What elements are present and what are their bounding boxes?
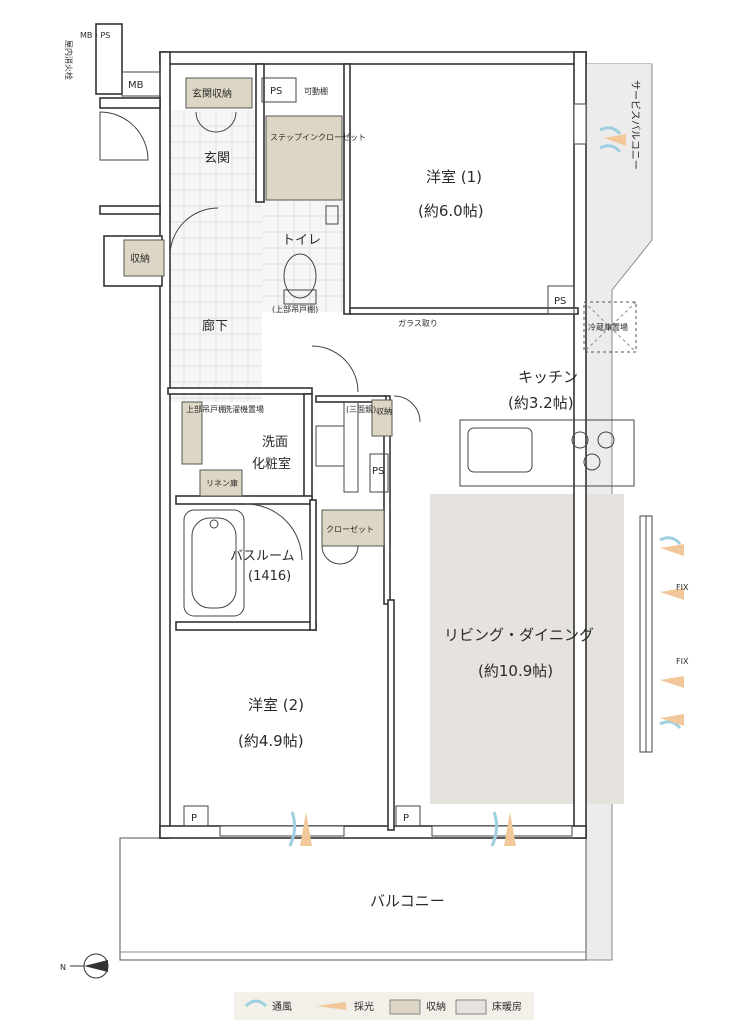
- kitchen-counter: [459, 419, 635, 487]
- kitchen-sink: [467, 427, 533, 473]
- north-label: N: [60, 963, 66, 972]
- legend-daylight: 採光: [354, 1000, 374, 1013]
- fix-label-1: FIX: [676, 583, 689, 592]
- storage-left: [123, 239, 165, 277]
- legend-heating-icon: [455, 999, 487, 1015]
- step-in-closet: [265, 115, 343, 201]
- compass: N: [60, 953, 109, 979]
- toilet-name: トイレ: [282, 233, 321, 248]
- entrance-storage-label: 玄関収納: [192, 87, 232, 100]
- western1-name: 洋室 (1): [426, 168, 482, 186]
- ldk-name: リビング・ダイニング: [444, 626, 594, 644]
- interior-walls: [167, 63, 579, 831]
- storage-wash-label: 収納: [376, 406, 392, 416]
- upper-shelf-label: (上部吊戸棚): [272, 304, 318, 314]
- legend-daylight-icon: [316, 1002, 346, 1010]
- corridor-name: 廊下: [202, 318, 228, 334]
- washroom-line1: 洗面: [262, 435, 288, 450]
- washbasin: [315, 425, 345, 467]
- airflow-marks: [288, 126, 684, 847]
- legend-heating: 床暖房: [492, 1000, 522, 1013]
- p-label-2: P: [403, 813, 409, 824]
- toilet-bowl: [283, 253, 317, 299]
- movable-shelf-label: 可動棚: [304, 86, 328, 96]
- tiled-floor: [168, 110, 348, 402]
- fix-label-2: FIX: [676, 657, 689, 666]
- storage-left-label: 収納: [130, 252, 150, 265]
- bathtub: [183, 509, 245, 617]
- mb-ps-label: MB・PS: [80, 31, 110, 40]
- windows: [219, 103, 653, 837]
- kitchen-size: (約3.2帖): [508, 394, 574, 412]
- western1-size: (約6.0帖): [418, 202, 484, 220]
- ps-label-wash: PS: [372, 466, 384, 477]
- upper-cabinet: [181, 401, 203, 465]
- entrance-storage: [185, 77, 253, 109]
- ps-label-top: PS: [270, 86, 282, 97]
- glass-window-label: ガラス取り: [398, 318, 438, 328]
- storage-blocks: [123, 77, 393, 547]
- stove: [571, 431, 615, 471]
- balcony-name: バルコニー: [370, 892, 445, 910]
- bath-size: (1416): [248, 569, 291, 584]
- washer-label: 洗濯機置場: [224, 404, 264, 414]
- entrance-name: 玄関: [204, 151, 230, 166]
- p-label-1: P: [191, 813, 197, 824]
- legend-ventilation-icon: [244, 999, 268, 1008]
- floor-heating-area: [430, 494, 624, 804]
- ps-label-kitchen: PS: [554, 296, 566, 307]
- closet-bath: [321, 509, 385, 547]
- washroom-line2: 化粧室: [252, 456, 291, 472]
- balcony-area: [119, 837, 587, 961]
- fridge-label: 冷蔵庫置場: [588, 322, 628, 332]
- small-labels: MB・PS 屋内消火栓 MB 玄関収納 PS 可動棚 ステップインクローゼット …: [64, 31, 689, 824]
- legend-storage: 収納: [426, 1000, 446, 1013]
- room-labels: 洋室 (1) (約6.0帖) キッチン (約3.2帖) リビング・ダイニング (…: [202, 80, 641, 910]
- western2-size: (約4.9帖): [238, 732, 304, 750]
- legend-storage-icon: [389, 999, 421, 1015]
- fridge-space: [583, 301, 637, 353]
- mb-label: MB: [128, 80, 144, 91]
- kitchen-name: キッチン: [518, 368, 578, 386]
- fixtures: [121, 71, 637, 827]
- upper-cabinet-label: 上部吊戸棚: [186, 404, 226, 414]
- doors: [99, 111, 421, 565]
- ldk-size: (約10.9帖): [478, 662, 553, 680]
- hydrant-label: 屋内消火栓: [64, 40, 74, 80]
- step-in-closet-label: ステップインクローゼット: [270, 132, 366, 142]
- legend-ventilation: 通風: [272, 1001, 292, 1013]
- closet-label: クローゼット: [326, 524, 374, 534]
- western2-name: 洋室 (2): [248, 696, 304, 714]
- linen-label: リネン庫: [206, 478, 238, 488]
- linen-storage: [199, 469, 243, 497]
- storage-wash: [371, 399, 393, 437]
- triple-shelf-label: (三面鏡): [346, 404, 376, 414]
- bath-name: バスルーム: [230, 549, 295, 564]
- legend: 通風 採光 収納 床暖房: [234, 992, 534, 1020]
- service-balcony-name: サービスバルコニー: [629, 80, 641, 170]
